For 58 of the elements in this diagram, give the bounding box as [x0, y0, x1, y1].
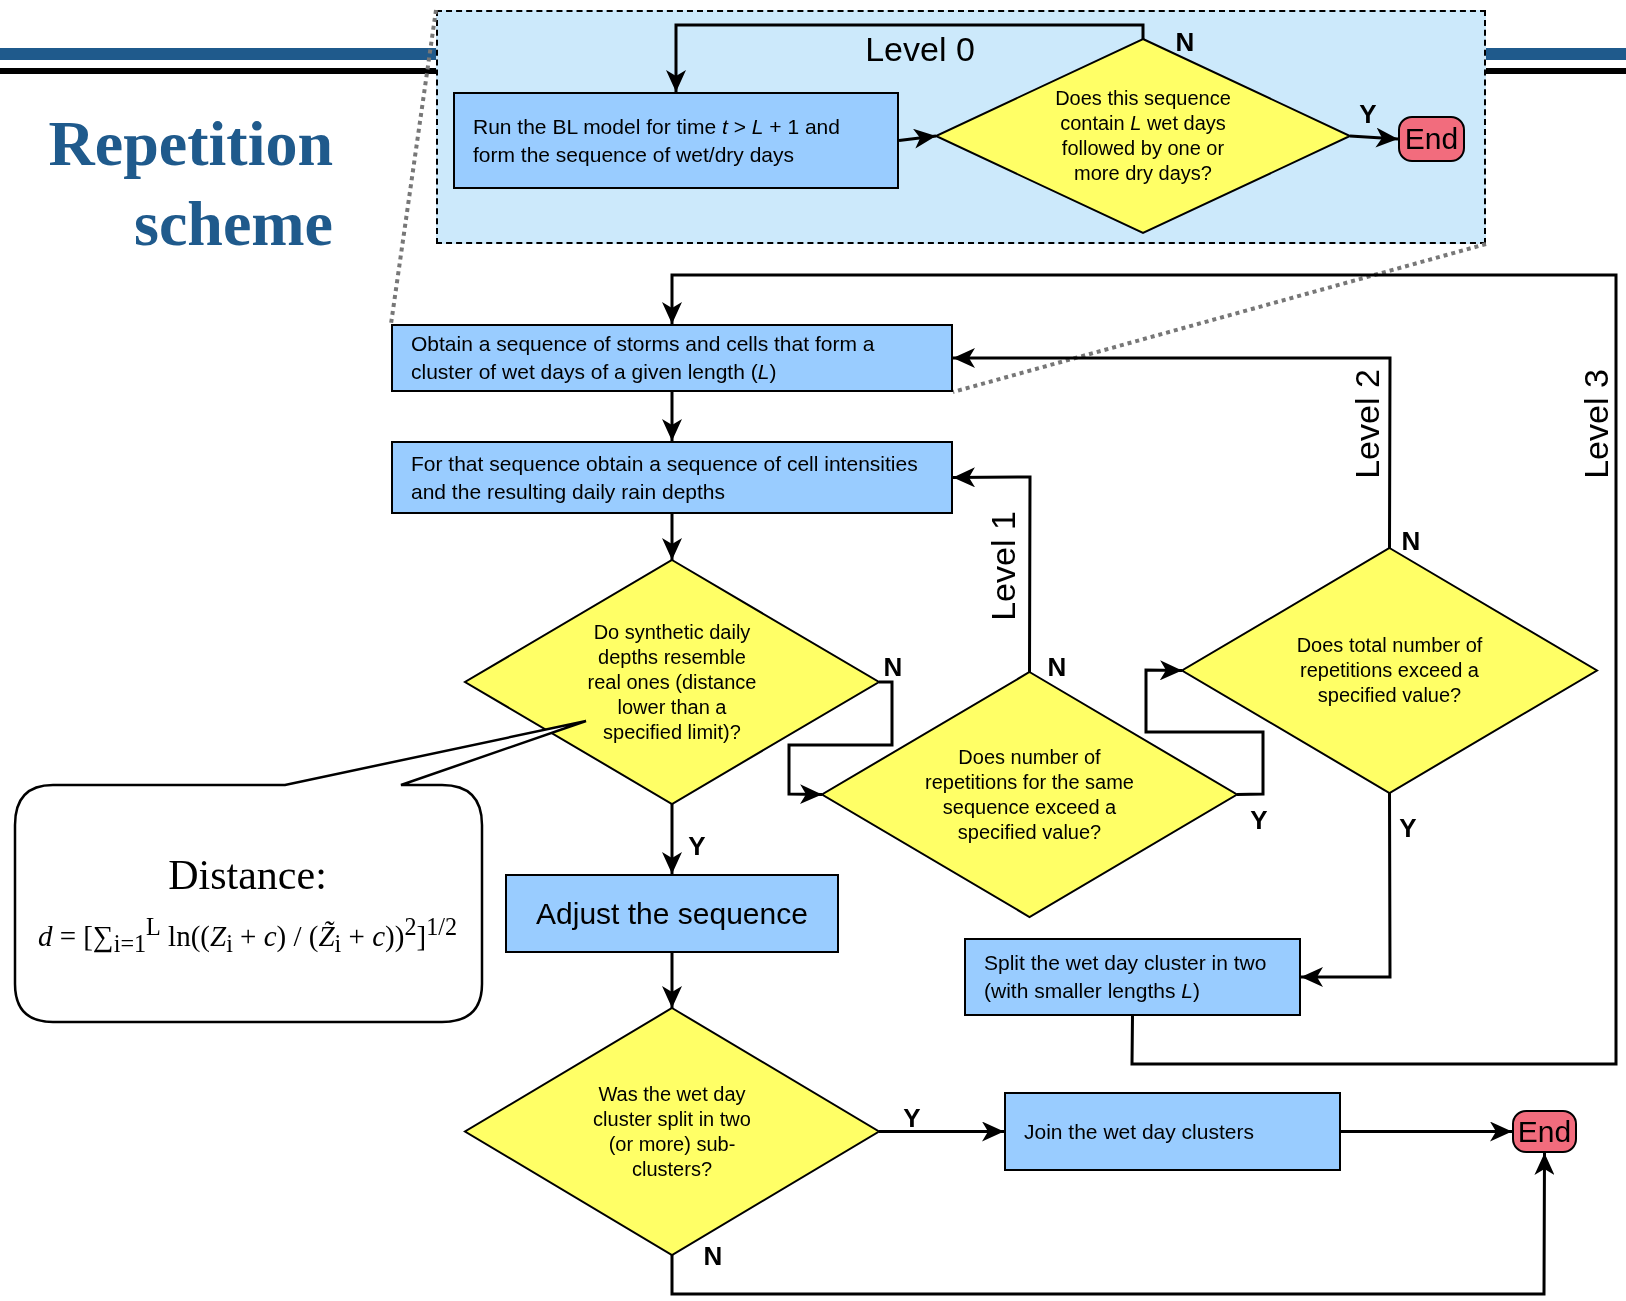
branch-label: N — [703, 1243, 723, 1269]
process-box — [453, 92, 899, 189]
flow-arrow — [662, 953, 682, 1008]
question-text: Does number of repetitions for the same sequence exceed a specified value? — [924, 744, 1135, 845]
flow-arrow — [898, 128, 937, 149]
flow-arrow — [662, 804, 682, 874]
process-text: For that sequence obtain a sequence of cell intensities and the resulting daily rain depths — [411, 450, 919, 505]
loop-level-label: Level 2 — [1350, 369, 1384, 479]
end-terminator — [1398, 116, 1465, 162]
flow-arrow — [787, 680, 894, 805]
branch-label: Y — [1250, 807, 1268, 833]
process-text: Join the wet day clusters — [1024, 1118, 1254, 1145]
flow-arrow — [953, 467, 1032, 672]
loop-level-label: Level 0 — [865, 32, 975, 66]
process-text: Adjust the sequence — [536, 899, 808, 928]
process-box — [1004, 1092, 1341, 1171]
flow-arrow — [662, 392, 682, 441]
process-box — [964, 938, 1301, 1016]
flow-arrow — [1349, 127, 1399, 148]
question-text: Was the wet day cluster split in two (or more) sub-clusters? — [592, 1081, 752, 1182]
decision-diamond — [1182, 548, 1597, 793]
question-text: Does total number of repetitions exceed a specified value? — [1295, 633, 1484, 708]
loop-level-label: Level 3 — [1579, 369, 1613, 479]
distance-formula: d = [∑$_{i=1}$$^{L}$ ln((Z$_{i}$ + c) / (Z̃$_{i}$ + c))$^{2}$]$^{1/2}$ — [38, 912, 457, 959]
loop-level-label: Level 1 — [986, 511, 1020, 621]
branch-label: Y — [903, 1105, 921, 1131]
flow-arrow — [1144, 660, 1265, 796]
zoom-guide-line — [952, 242, 1487, 394]
branch-label: N — [1175, 29, 1195, 55]
flow-arrow — [662, 514, 682, 560]
zoom-guide-line — [389, 9, 438, 325]
branch-label: Y — [1359, 101, 1377, 127]
slide-title: Repetition scheme — [47, 107, 333, 261]
process-box — [505, 874, 839, 953]
zoom-inset-panel — [436, 10, 1486, 244]
flow-arrow — [1301, 793, 1392, 987]
end-text: End — [1404, 122, 1459, 156]
question-text: Does this sequence contain L wet days followed by one or more dry days? — [1054, 86, 1232, 186]
branch-label: N — [1047, 654, 1067, 680]
flow-arrow — [670, 1153, 1555, 1296]
branch-label: Y — [688, 833, 706, 859]
flow-arrow — [666, 23, 1145, 92]
process-text: Run the BL model for time t > L + 1 and form the sequence of wet/dry days — [473, 113, 841, 168]
branch-label: N — [1401, 528, 1421, 554]
branch-label: Y — [1399, 815, 1417, 841]
process-box — [391, 441, 953, 514]
flow-arrow — [1341, 1121, 1512, 1142]
flow-arrow — [953, 348, 1392, 548]
decision-diamond — [465, 560, 879, 804]
formula-heading: Distance: — [168, 850, 327, 899]
question-text: Do synthetic daily depths resemble real ones (distance lower than a specified limit)? — [586, 619, 758, 745]
flow-arrow — [662, 273, 1618, 1066]
end-text: End — [1517, 1114, 1572, 1149]
process-box — [391, 324, 953, 392]
process-text: Split the wet day cluster in two (with smaller lengths L) — [984, 950, 1268, 1004]
process-text: Obtain a sequence of storms and cells that form a cluster of wet days of a given length (L) — [411, 331, 876, 385]
flow-arrow — [879, 1121, 1004, 1142]
branch-label: N — [883, 654, 903, 680]
